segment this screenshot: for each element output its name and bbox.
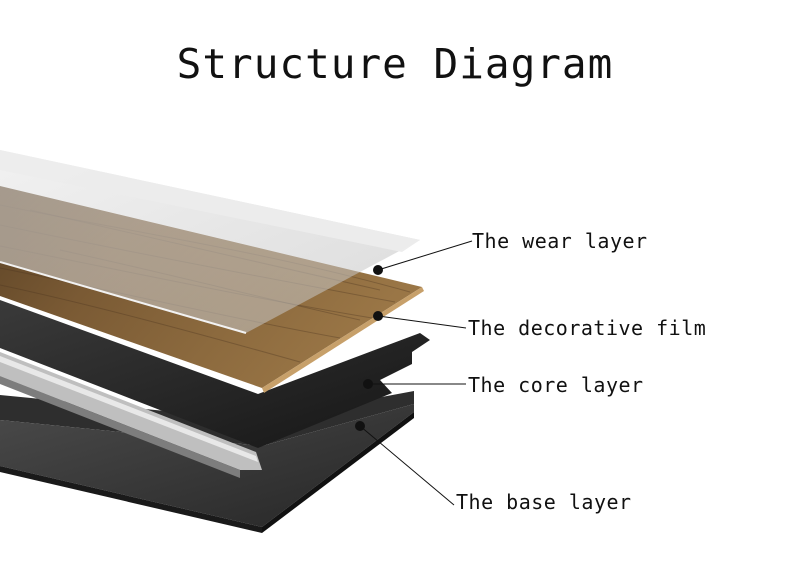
base-layer-label: The base layer: [456, 490, 632, 514]
wear-layer-edge: [0, 261, 247, 334]
decorative-film-label: The decorative film: [468, 316, 707, 340]
leader-lines: [355, 240, 473, 506]
decorative-film-edge: [262, 287, 424, 393]
core-layer-rail-highlight: [0, 356, 258, 462]
core-leader-dot: [363, 379, 373, 389]
wear-layer: [0, 150, 420, 334]
base-layer-edge: [0, 466, 262, 533]
base-leader-dot: [355, 421, 365, 431]
wear-leader-dot: [373, 265, 383, 275]
core-layer-face: [0, 300, 430, 448]
wear-leader-line: [377, 240, 473, 271]
wear-layer-label: The wear layer: [472, 229, 648, 253]
core-layer-label: The core layer: [468, 373, 644, 397]
core-layer-rail-shadow: [0, 376, 240, 478]
core-layer: [0, 300, 430, 478]
page-title: Structure Diagram: [176, 40, 614, 88]
base-layer-side: [262, 412, 414, 533]
wear-layer-face: [0, 150, 420, 333]
film-leader-line: [377, 315, 467, 329]
base-layer-face: [0, 404, 414, 527]
wear-layer-top-band: [0, 150, 420, 252]
film-leader-dot: [373, 311, 383, 321]
base-leader-line: [359, 425, 455, 506]
